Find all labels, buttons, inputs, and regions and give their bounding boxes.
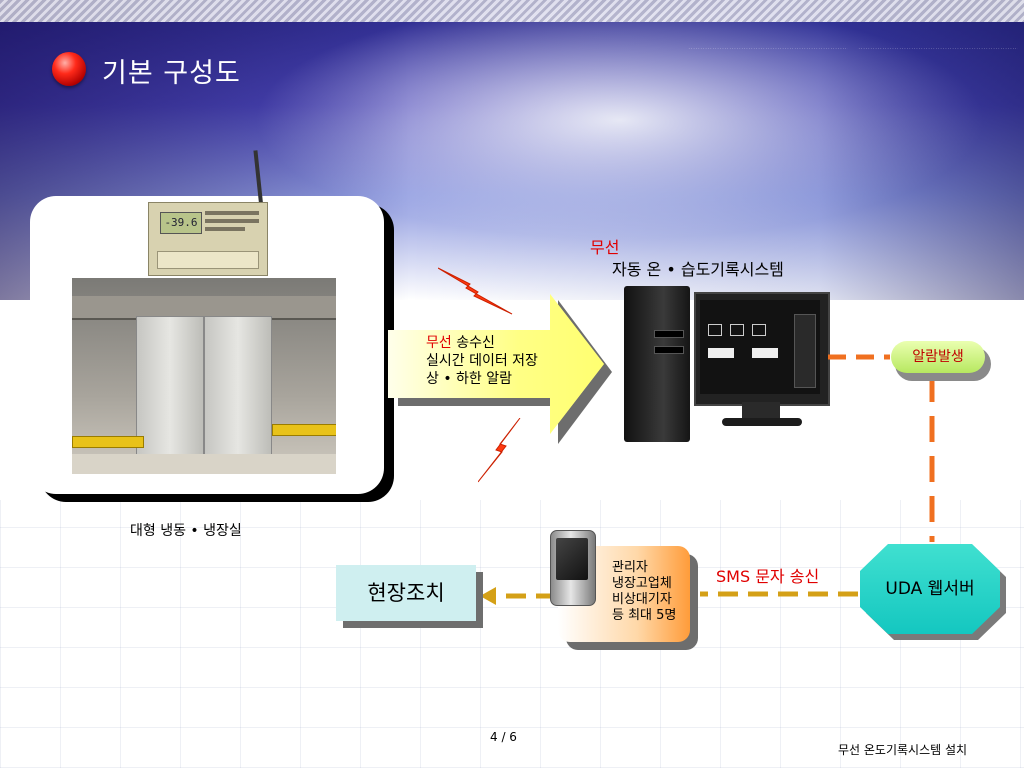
floor-grid-background	[0, 500, 1024, 768]
monitor-base	[722, 418, 802, 426]
system-wireless-label: 무선	[590, 238, 620, 257]
manager-line: 비상대기자	[612, 592, 672, 607]
top-stripe	[0, 0, 1024, 22]
lightning-bolt-icon	[478, 418, 521, 483]
alarm-badge: 알람발생	[891, 341, 985, 373]
page-number: 4 / 6	[490, 730, 517, 744]
monitor-stand	[742, 402, 780, 420]
pc-tower-image	[624, 286, 690, 442]
field-action-box: 현장조치	[336, 565, 476, 621]
cold-storage-door-photo	[72, 278, 336, 474]
manager-line: 냉장고업체	[612, 576, 672, 591]
transmit-arrow-label: 무선 송수신 실시간 데이터 저장 상 • 하한 알람	[426, 334, 538, 388]
system-name-label: 자동 온 • 습도기록시스템	[612, 260, 784, 279]
footer-title: 무선 온도기록시스템 설치	[838, 743, 968, 757]
uda-server-node: UDA 웹서버	[860, 544, 1000, 634]
logger-display: -39.6	[160, 212, 202, 234]
manager-line: 관리자	[612, 560, 648, 575]
limit-alarm-text: 상 • 하한 알람	[426, 371, 513, 387]
mobile-phone-screen	[556, 538, 588, 580]
decorative-code-column-1: ········································…	[688, 46, 848, 51]
title-bullet-icon	[52, 52, 86, 86]
decorative-code-column-2: ········································…	[858, 46, 1018, 51]
wireless-word: 무선	[426, 335, 452, 351]
transceive-word: 송수신	[451, 335, 495, 351]
manager-line: 등 최대 5명	[612, 608, 677, 623]
realtime-save-text: 실시간 데이터 저장	[426, 353, 538, 369]
manager-recipients-text: 관리자 냉장고업체 비상대기자 등 최대 5명	[612, 560, 676, 624]
sms-send-label: SMS 문자 송신	[716, 567, 820, 586]
logger-device-image	[148, 202, 268, 276]
transmit-arrow	[388, 294, 612, 444]
photo-caption: 대형 냉동 • 냉장실	[130, 523, 242, 539]
page-title: 기본 구성도	[102, 58, 241, 89]
lightning-bolt-icon	[438, 267, 513, 315]
monitor-screen	[700, 300, 820, 394]
